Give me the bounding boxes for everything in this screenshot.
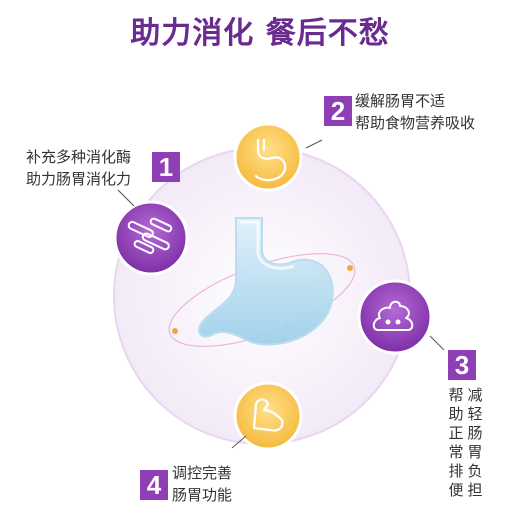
muscle-arm-icon bbox=[252, 398, 284, 432]
stomach-illustration bbox=[198, 217, 334, 346]
leader-line-4 bbox=[231, 435, 247, 449]
orbit-dot bbox=[172, 328, 178, 334]
item-1-label-line2: 助力肠胃消化力 bbox=[26, 170, 132, 188]
stomach-node bbox=[233, 122, 303, 192]
item-4-label-line1: 调控完善 bbox=[172, 464, 233, 482]
item-1-number-badge: 1 bbox=[152, 152, 180, 182]
leader-line-1 bbox=[117, 189, 135, 207]
item-1-label-line1: 补充多种消化酶 bbox=[26, 148, 132, 166]
poop-icon bbox=[372, 300, 414, 331]
item-2-label-line2: 帮助食物营养吸收 bbox=[355, 114, 476, 132]
leader-line-3 bbox=[429, 335, 445, 351]
arm-node bbox=[233, 381, 303, 451]
item-3-label-col2: 减轻肠胃负担 bbox=[467, 386, 483, 499]
item-4-number-badge: 4 bbox=[140, 470, 168, 500]
page-title: 助力消化 餐后不愁 bbox=[130, 16, 390, 51]
stomach-icon bbox=[254, 138, 287, 182]
orbit-dot bbox=[347, 265, 353, 271]
bacteria-node bbox=[113, 200, 189, 276]
poop-node bbox=[357, 279, 433, 355]
item-4-label-line2: 肠胃功能 bbox=[172, 486, 233, 504]
item-2-number-badge: 2 bbox=[324, 96, 352, 126]
item-3-label-col1: 帮助正常排便 bbox=[448, 386, 464, 499]
bacteria-icon bbox=[127, 217, 173, 254]
item-2-label-line1: 缓解肠胃不适 bbox=[355, 92, 446, 110]
leader-line-2 bbox=[305, 139, 323, 149]
item-3-number-badge: 3 bbox=[448, 350, 476, 380]
